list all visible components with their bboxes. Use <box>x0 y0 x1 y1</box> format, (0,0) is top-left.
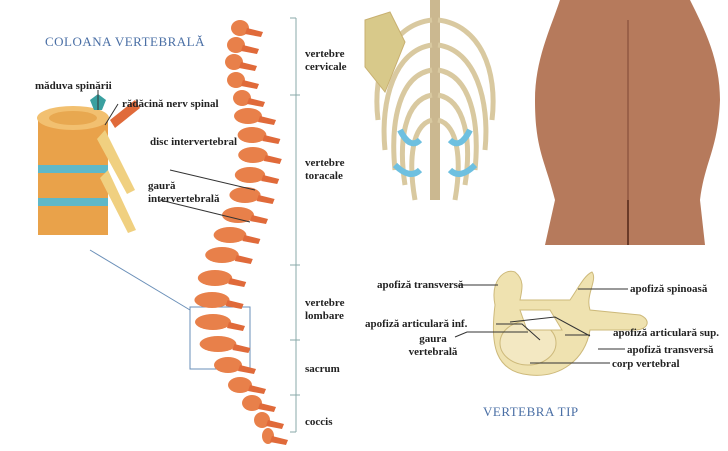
label-spinal-cord: măduva spinării <box>35 80 112 92</box>
detail-arrow <box>89 249 191 311</box>
spinous-process <box>266 420 284 429</box>
vertebra <box>225 54 243 70</box>
spinous-process <box>261 175 280 184</box>
label-articular-inf: apofiză articulară inf. <box>365 318 468 330</box>
spinous-process <box>232 344 251 353</box>
vertebra <box>228 377 252 393</box>
region-bracket <box>290 17 300 433</box>
vertebra <box>213 227 247 243</box>
vertebra <box>237 127 267 143</box>
vertebra <box>234 167 266 183</box>
vertebra <box>222 207 254 223</box>
spine-panel-title: COLOANA VERTEBRALĂ <box>45 34 206 49</box>
spinous-process <box>250 215 268 224</box>
vertebra <box>231 20 249 36</box>
spinous-process <box>258 403 276 412</box>
human-back-photo <box>535 0 720 245</box>
spinous-process <box>242 235 261 244</box>
spinous-process <box>270 436 288 445</box>
spinous-process <box>227 322 245 331</box>
spinous-process <box>256 195 275 204</box>
spinous-process <box>245 28 263 37</box>
vertebra <box>205 247 239 263</box>
spinous-process <box>262 135 281 144</box>
label-foramen: gaură intervertebrală <box>148 180 220 205</box>
label-sacrum: sacrum <box>305 363 340 375</box>
spinous-process <box>241 80 259 89</box>
vertebra <box>194 292 230 308</box>
label-lumbar: vertebre lombare <box>305 297 345 322</box>
spinous-process <box>241 45 259 54</box>
vertebra <box>238 147 268 163</box>
label-articular-sup: apofiză articulară sup. <box>613 327 720 339</box>
vertebra <box>227 72 245 88</box>
label-coccyx: coccis <box>305 416 333 428</box>
vertebra-stack-detail <box>37 94 140 235</box>
vertebra <box>229 187 261 203</box>
spinous-process <box>228 278 247 287</box>
spinous-process <box>239 62 257 71</box>
vertebra <box>199 336 237 352</box>
vertebra <box>197 270 233 286</box>
spinous-process <box>263 155 282 164</box>
spine-column <box>194 20 288 445</box>
vertebra <box>227 37 245 53</box>
spinous-process <box>258 116 276 125</box>
ribcage-illustration <box>364 0 496 201</box>
vertebra <box>195 314 231 330</box>
label-spinous: apofiză spinoasă <box>630 283 708 295</box>
vertebra-panel-title: VERTEBRA TIP <box>483 404 579 419</box>
vertebra <box>233 90 251 106</box>
label-disc: disc intervertebral <box>150 136 238 148</box>
label-vertebral-body: corp vertebral <box>612 358 680 370</box>
spinous-process <box>238 365 256 374</box>
vertebra <box>234 108 262 124</box>
label-cervical: vertebre cervicale <box>305 48 347 73</box>
vertebra <box>242 395 262 411</box>
label-vertebral-foramen: gaura vertebrală <box>408 333 458 358</box>
spinous-process <box>225 300 244 309</box>
spinous-process <box>234 255 253 264</box>
label-transverse-left: apofiză transversă <box>377 279 464 291</box>
vertebra <box>254 412 270 428</box>
spinous-process <box>248 385 266 394</box>
vertebra <box>214 357 242 373</box>
label-thoracic: vertebre toracale <box>305 157 345 182</box>
leader-lines <box>97 90 628 364</box>
label-transverse-right: apofiză transversă <box>627 344 714 356</box>
spinous-process <box>247 98 265 107</box>
label-nerve-root: rădăcină nerv spinal <box>122 98 219 110</box>
